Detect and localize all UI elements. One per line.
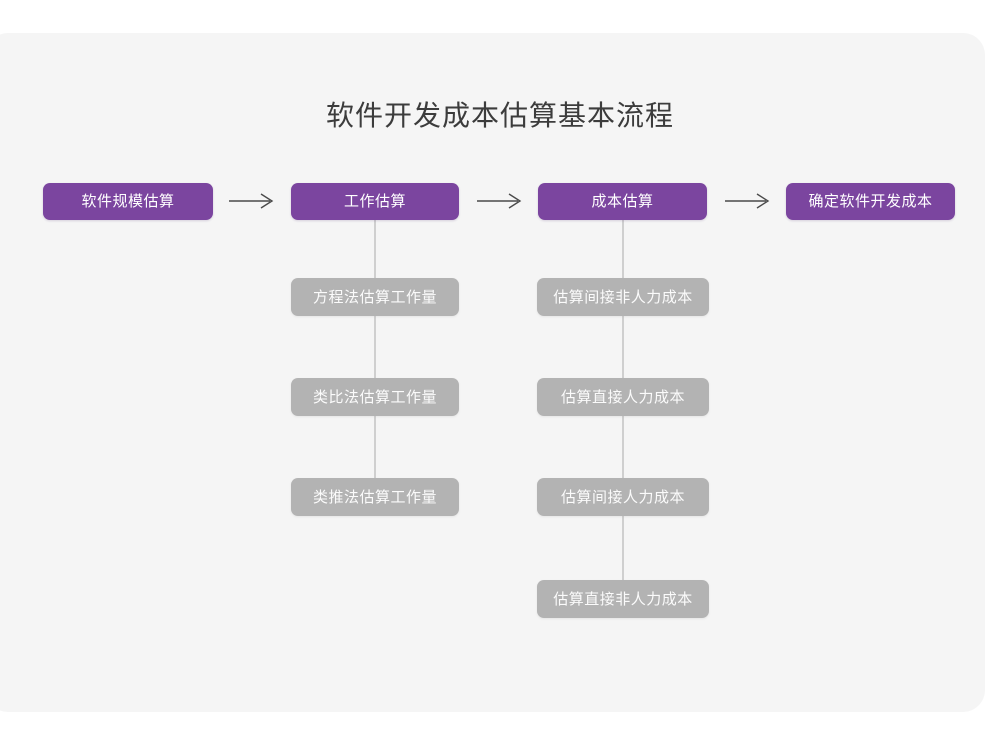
substep-box-analogy-method-effort[interactable]: 类比法估算工作量 (291, 378, 459, 416)
stage-box-effort-estimation[interactable]: 工作估算 (291, 183, 459, 220)
stage-box-determine-development-cost[interactable]: 确定软件开发成本 (786, 183, 955, 220)
content-card (0, 33, 985, 712)
connector-line-stage-2 (374, 215, 376, 505)
substep-box-direct-labor-cost[interactable]: 估算直接人力成本 (537, 378, 709, 416)
substep-box-equation-method-effort[interactable]: 方程法估算工作量 (291, 278, 459, 316)
substep-box-inference-method-effort[interactable]: 类推法估算工作量 (291, 478, 459, 516)
arrow-stage-2-to-stage-3 (476, 190, 524, 212)
stage-box-cost-estimation[interactable]: 成本估算 (538, 183, 707, 220)
substep-box-indirect-non-labor-cost[interactable]: 估算间接非人力成本 (537, 278, 709, 316)
stage-box-software-size-estimation[interactable]: 软件规模估算 (43, 183, 213, 220)
page-title: 软件开发成本估算基本流程 (325, 100, 674, 131)
substep-box-direct-non-labor-cost[interactable]: 估算直接非人力成本 (537, 580, 709, 618)
arrow-stage-3-to-stage-4 (724, 190, 772, 212)
substep-box-indirect-labor-cost[interactable]: 估算间接人力成本 (537, 478, 709, 516)
arrow-stage-1-to-stage-2 (228, 190, 276, 212)
